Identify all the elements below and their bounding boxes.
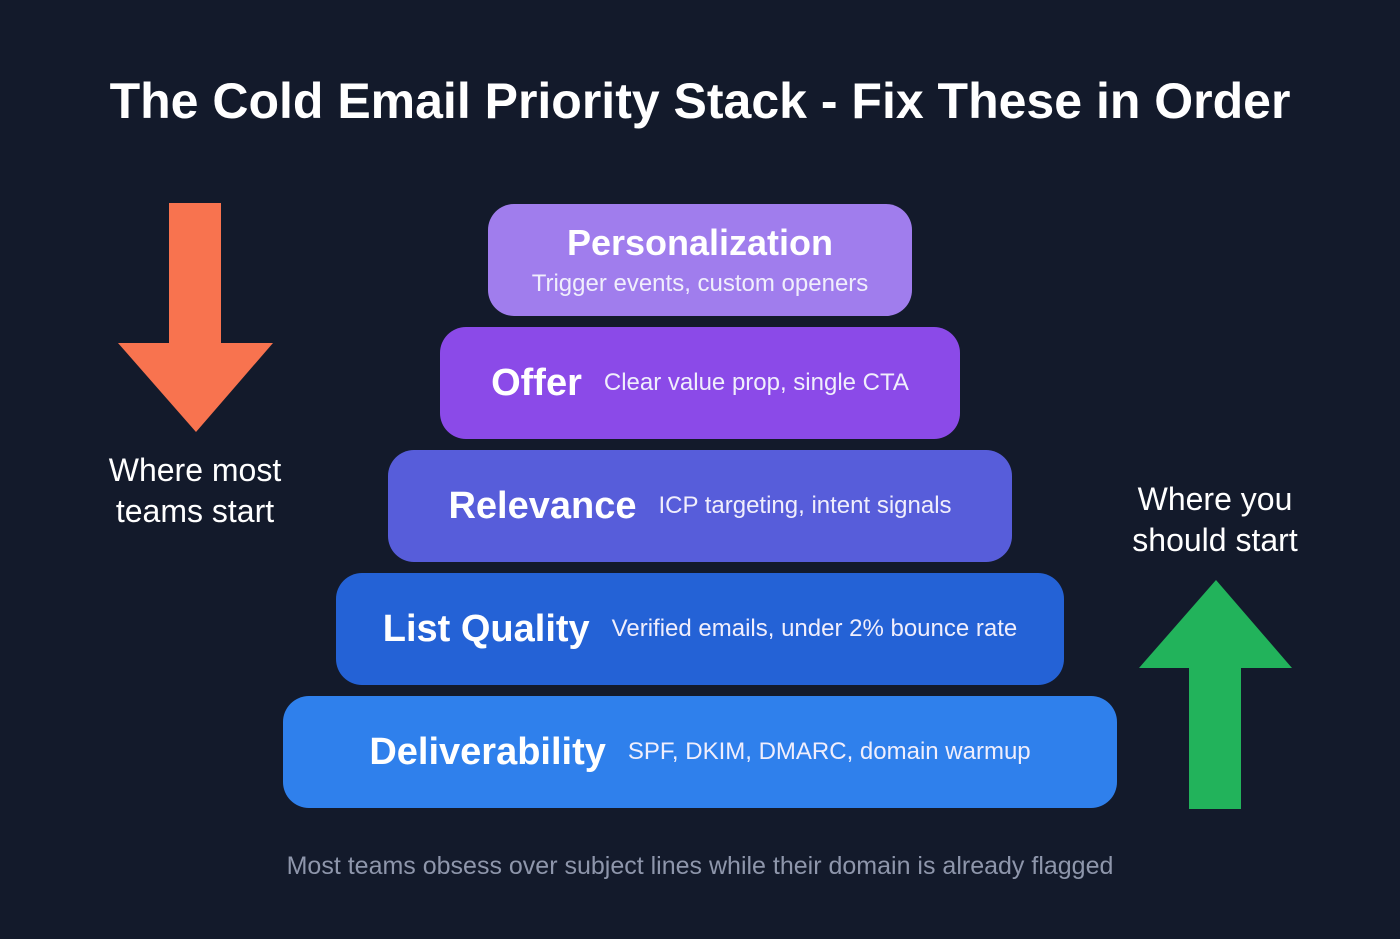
tier-description: SPF, DKIM, DMARC, domain warmup <box>627 738 1031 765</box>
tier-personalization: Personalization Trigger events, custom o… <box>488 204 912 316</box>
label-line: teams start <box>115 493 275 529</box>
tier-description: Trigger events, custom openers <box>531 270 869 297</box>
where-most-teams-start-label: Where most teams start <box>80 450 310 532</box>
arrow-up-icon <box>1139 580 1292 809</box>
arrow-down-icon <box>118 203 273 432</box>
diagram-title: The Cold Email Priority Stack - Fix Thes… <box>109 73 1291 129</box>
tier-name: Relevance <box>448 484 637 527</box>
tier-list-quality: List Quality Verified emails, under 2% b… <box>336 573 1064 685</box>
label-line: Where you <box>1137 481 1293 517</box>
tier-description: Clear value prop, single CTA <box>603 369 909 396</box>
tier-description: Verified emails, under 2% bounce rate <box>611 615 1018 642</box>
tier-offer: Offer Clear value prop, single CTA <box>440 327 960 439</box>
label-line: Where most <box>108 452 282 488</box>
tier-description: ICP targeting, intent signals <box>658 492 952 519</box>
tier-name: Deliverability <box>369 730 606 773</box>
tier-name: Offer <box>491 361 582 404</box>
tier-relevance: Relevance ICP targeting, intent signals <box>388 450 1012 562</box>
tier-name: List Quality <box>382 607 590 650</box>
where-you-should-start-label: Where you should start <box>1100 479 1330 561</box>
label-line: should start <box>1132 522 1298 558</box>
tier-name: Personalization <box>566 222 834 263</box>
tier-deliverability: Deliverability SPF, DKIM, DMARC, domain … <box>283 696 1117 808</box>
footer-caption: Most teams obsess over subject lines whi… <box>286 852 1114 880</box>
